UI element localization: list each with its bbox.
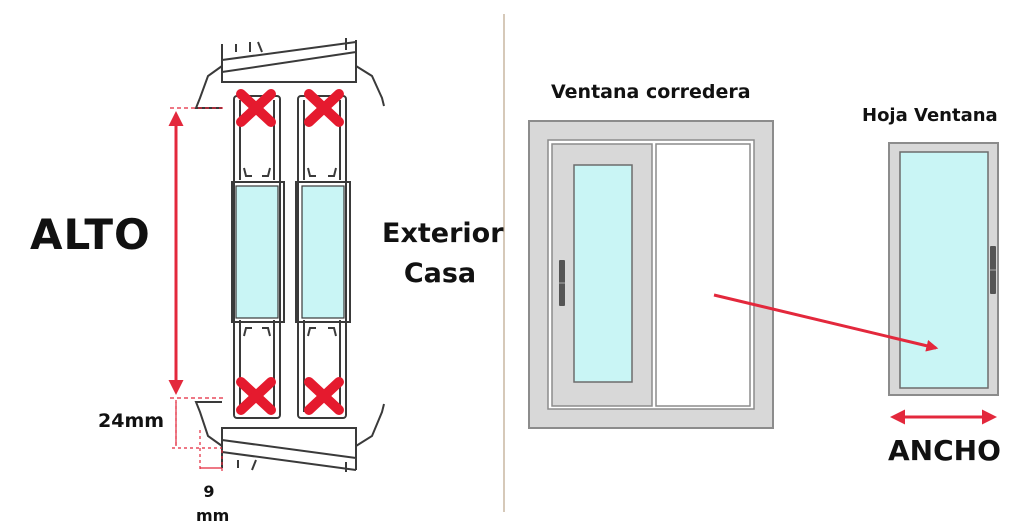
alto-dimension-arrow	[168, 107, 224, 399]
bottom-frame-lip-left	[194, 401, 223, 447]
cross-icon	[236, 377, 276, 415]
hoja-glass	[899, 151, 989, 389]
dim-24mm-marker	[172, 400, 222, 449]
alto-label: ALTO	[30, 210, 151, 259]
top-frame-lip-right	[355, 65, 385, 107]
top-frame-lip-left	[194, 65, 223, 109]
right-sash-profile	[295, 95, 351, 419]
dim-24mm-label: 24mm	[98, 410, 165, 432]
sliding-sash-glass	[573, 164, 633, 383]
sliding-window	[528, 120, 774, 429]
top-frame-profile	[221, 38, 357, 83]
cross-icon	[304, 377, 344, 415]
ventana-corredera-title: Ventana corredera	[551, 81, 751, 103]
arrow-icon	[713, 293, 939, 352]
window-section-profile	[194, 38, 385, 472]
hoja-ventana	[888, 142, 999, 396]
dim-9-unit: mm	[196, 506, 230, 525]
right-glass-section	[301, 185, 345, 319]
exterior-text: Exterior	[382, 218, 504, 249]
handle-icon	[990, 246, 996, 294]
bottom-frame-profile	[221, 427, 357, 472]
fixed-pane	[655, 143, 751, 407]
dim-9mm-marker	[199, 430, 223, 472]
left-glass-section	[235, 185, 279, 319]
dim-9mm-label: 9 mm	[196, 480, 230, 528]
casa-text: Casa	[403, 258, 477, 289]
cross-icon	[304, 89, 344, 127]
dim-9-value: 9	[203, 482, 215, 501]
bottom-frame-lip-right	[355, 403, 385, 447]
left-sash-profile	[231, 95, 285, 419]
exterior-casa-label: Exterior Casa	[382, 214, 504, 294]
ancho-label: ANCHO	[888, 434, 1001, 467]
handle-icon	[559, 260, 565, 306]
hoja-ventana-title: Hoja Ventana	[862, 105, 998, 126]
cross-icon	[236, 89, 276, 127]
